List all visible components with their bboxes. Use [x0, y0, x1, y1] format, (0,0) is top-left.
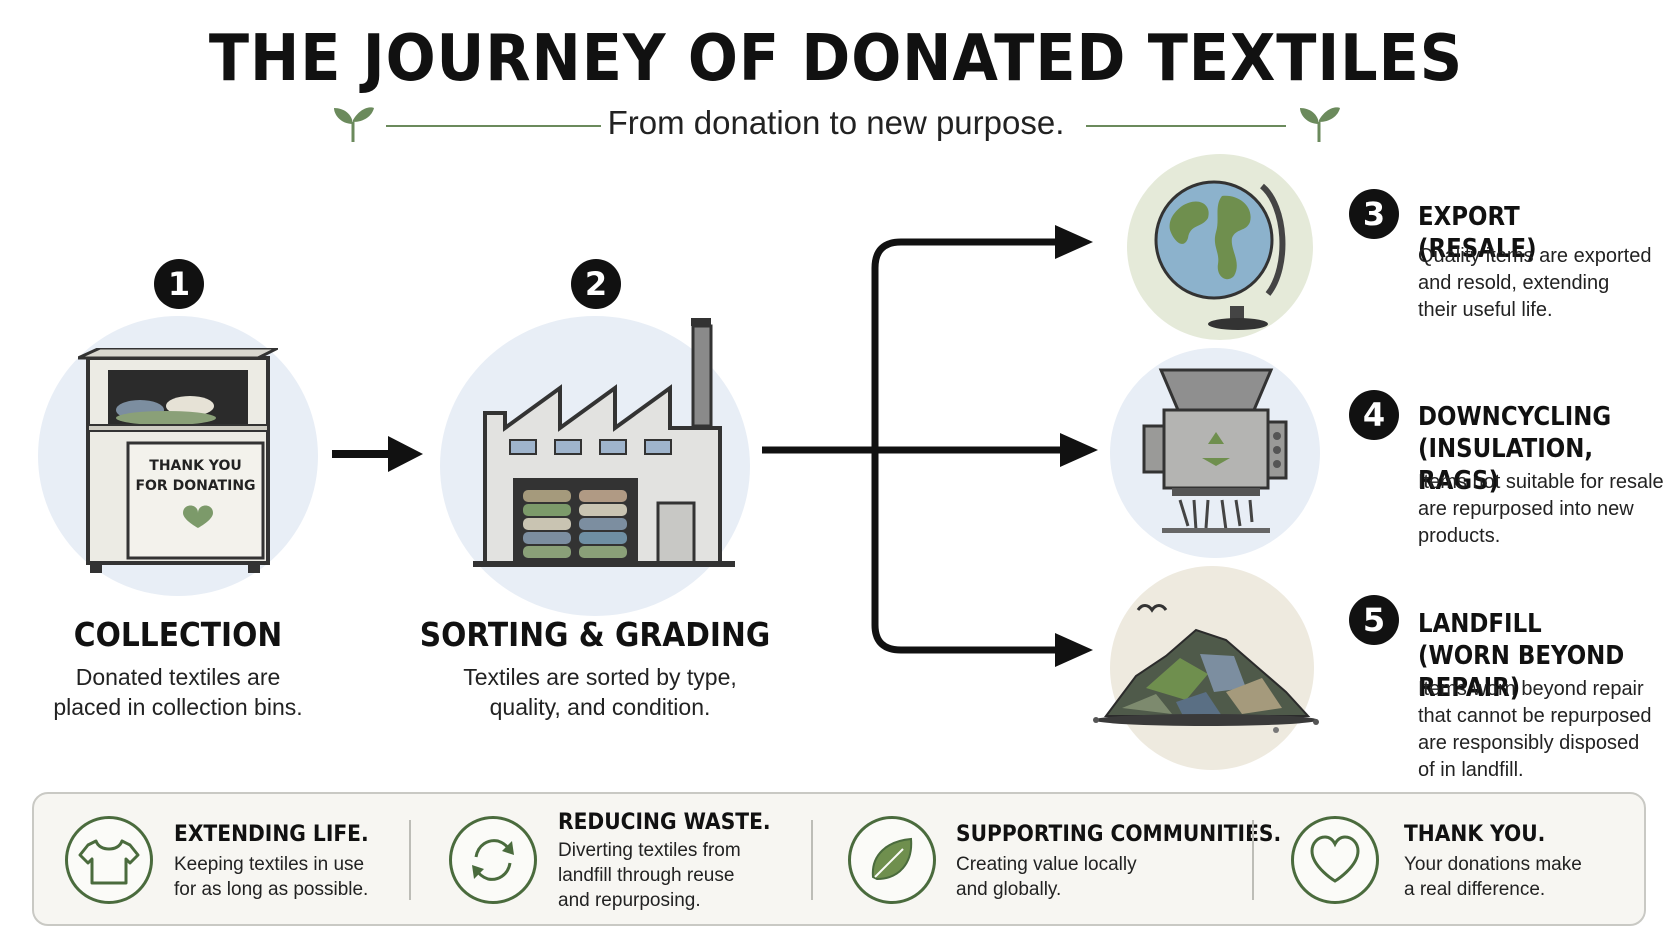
desc-line: and globally.	[956, 879, 1062, 900]
desc-line: a real difference.	[1404, 879, 1546, 900]
title-line: DOWNCYCLING	[1418, 402, 1612, 432]
step-number-2: 2	[571, 259, 621, 309]
desc-line: Your donations make	[1404, 854, 1582, 875]
leaf-icon	[848, 816, 936, 904]
desc-line: that cannot be repurposed	[1418, 705, 1652, 727]
divider-left	[386, 125, 601, 127]
footer-desc: Diverting textiles from landfill through…	[558, 838, 741, 913]
sprout-icon	[1300, 107, 1340, 142]
footer-desc: Keeping textiles in use for as long as p…	[174, 852, 368, 902]
step-number-1: 1	[154, 259, 204, 309]
branch-title-downcycling: DOWNCYCLING (INSULATION, RAGS)	[1418, 401, 1642, 497]
title-line: LANDFILL	[1418, 609, 1542, 639]
desc-line: Creating value locally	[956, 854, 1137, 875]
factory-icon	[473, 318, 735, 567]
bin-label-line2: FOR DONATING	[135, 478, 256, 494]
stage-desc-sorting: Textiles are sorted by type, quality, an…	[430, 662, 770, 722]
desc-line: landfill through reuse	[558, 865, 735, 886]
desc-line: for as long as possible.	[174, 879, 369, 900]
desc-line: of in landfill.	[1418, 759, 1524, 781]
branch-title-landfill: LANDFILL (WORN BEYOND REPAIR)	[1418, 608, 1642, 704]
branch-title-export: EXPORT (RESALE)	[1418, 201, 1642, 265]
subtitle-row: From donation to new purpose.	[0, 100, 1672, 150]
sprout-icon	[334, 107, 374, 142]
landfill-pile-icon	[1093, 604, 1319, 733]
footer-desc: Creating value locally and globally.	[956, 852, 1137, 902]
step-number-5: 5	[1349, 595, 1399, 645]
page-title: THE JOURNEY OF DONATED TEXTILES	[208, 22, 1464, 96]
branch-arrows	[762, 225, 1098, 667]
step-number-3: 3	[1349, 189, 1399, 239]
desc-line: and resold, extending	[1418, 272, 1610, 294]
desc-line: products.	[1418, 525, 1501, 547]
heart-icon	[1291, 816, 1379, 904]
tshirt-icon	[65, 816, 153, 904]
footer-title: THANK YOU.	[1404, 822, 1546, 847]
globe-icon	[1154, 180, 1286, 330]
bin-label-line1: THANK YOU	[149, 458, 242, 474]
stage-title-collection: COLLECTION	[73, 615, 283, 654]
stage-title-sorting: SORTING & GRADING	[419, 615, 771, 654]
step-number-4: 4	[1349, 390, 1399, 440]
footer-desc: Your donations make a real difference.	[1404, 852, 1582, 902]
divider-right	[1086, 125, 1286, 127]
branch-desc-export: Quality items are exported and resold, e…	[1418, 243, 1658, 324]
desc-line: their useful life.	[1418, 299, 1553, 321]
desc-line: and repurposing.	[558, 890, 701, 911]
cycle-arrows-icon	[449, 816, 537, 904]
benefits-footer: EXTENDING LIFE. Keeping textiles in use …	[32, 792, 1646, 926]
footer-title: REDUCING WASTE.	[558, 810, 771, 835]
footer-divider	[1252, 820, 1254, 900]
bin-label: THANK YOU FOR DONATING	[128, 456, 263, 496]
footer-title: SUPPORTING COMMUNITIES.	[956, 822, 1282, 847]
desc-line: are repurposed into new	[1418, 498, 1634, 520]
desc-line: Quality items are exported	[1418, 245, 1652, 267]
title-line: (WORN BEYOND REPAIR)	[1418, 641, 1625, 703]
desc-line: quality, and condition.	[489, 694, 711, 720]
shredder-icon	[1142, 368, 1288, 533]
desc-line: Donated textiles are	[75, 664, 281, 690]
footer-divider	[409, 820, 411, 900]
subtitle: From donation to new purpose.	[607, 104, 1065, 141]
title-line: EXPORT (RESALE)	[1418, 202, 1537, 264]
desc-line: Keeping textiles in use	[174, 854, 365, 875]
donation-bin-icon	[78, 348, 278, 573]
footer-divider	[811, 820, 813, 900]
branch-desc-downcycling: Items not suitable for resale are repurp…	[1418, 469, 1668, 550]
desc-line: are responsibly disposed	[1418, 732, 1640, 754]
desc-line: Diverting textiles from	[558, 840, 741, 861]
desc-line: Items worn beyond repair	[1418, 678, 1644, 700]
branch-desc-landfill: Items worn beyond repair that cannot be …	[1418, 676, 1668, 784]
flow-arrow	[332, 436, 423, 472]
title-line: (INSULATION, RAGS)	[1418, 434, 1594, 496]
desc-line: Textiles are sorted by type,	[463, 664, 737, 690]
desc-line: placed in collection bins.	[53, 694, 303, 720]
desc-line: Items not suitable for resale	[1418, 471, 1664, 493]
footer-title: EXTENDING LIFE.	[174, 822, 369, 847]
stage-desc-collection: Donated textiles are placed in collectio…	[28, 662, 328, 722]
